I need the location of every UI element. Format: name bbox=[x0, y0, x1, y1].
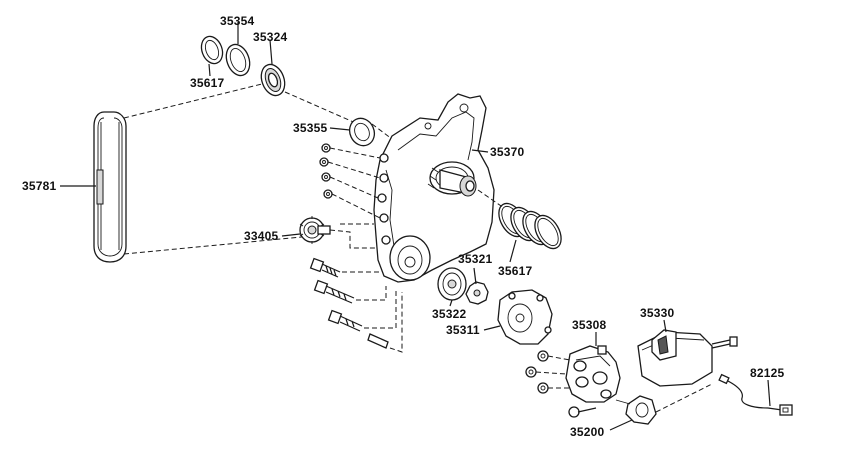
label-35330: 35330 bbox=[640, 306, 675, 320]
label-35321: 35321 bbox=[458, 252, 493, 266]
leader-35370 bbox=[471, 149, 489, 153]
label-35311: 35311 bbox=[446, 323, 480, 337]
label-33405: 33405 bbox=[244, 229, 279, 243]
label-35370: 35370 bbox=[490, 145, 525, 159]
label-35617-top: 35617 bbox=[190, 76, 225, 90]
housing-35370 bbox=[373, 93, 495, 283]
rotor-35322 bbox=[437, 267, 467, 301]
dash-bolt2 bbox=[356, 286, 387, 301]
leader-35321 bbox=[473, 267, 477, 285]
label-35354: 35354 bbox=[220, 14, 255, 28]
leader-35311 bbox=[483, 325, 501, 331]
leader-35330 bbox=[663, 319, 667, 333]
dash-rings bbox=[477, 189, 505, 209]
dash-chain-bottom bbox=[123, 235, 313, 255]
leader-35324 bbox=[269, 39, 273, 65]
solenoid-bolt bbox=[711, 336, 738, 349]
leader-35200 bbox=[609, 419, 633, 431]
label-82125: 82125 bbox=[750, 366, 785, 380]
label-35781: 35781 bbox=[22, 179, 57, 193]
leader-35322 bbox=[449, 299, 453, 307]
cover-35311 bbox=[497, 289, 553, 345]
valve-bolts bbox=[525, 350, 571, 394]
sprocket-33405 bbox=[299, 216, 331, 244]
dash-sprocket bbox=[329, 229, 376, 249]
washers-group bbox=[319, 143, 333, 199]
rotor-35321 bbox=[465, 281, 489, 305]
bolt-2 bbox=[313, 279, 355, 304]
dash-washers bbox=[327, 147, 381, 219]
leader-35355 bbox=[329, 127, 351, 131]
label-35324: 35324 bbox=[253, 30, 288, 44]
chain-35781 bbox=[93, 111, 127, 263]
valve-body-35308 bbox=[565, 345, 621, 403]
dash-ring-to-housing bbox=[284, 91, 359, 125]
sensor-35200 bbox=[615, 395, 657, 425]
dash-pin bbox=[389, 292, 403, 353]
leader-35617-right bbox=[509, 239, 517, 263]
dash-sensor bbox=[655, 383, 713, 413]
rings-35617 bbox=[498, 202, 562, 250]
label-35200: 35200 bbox=[570, 425, 605, 439]
label-35617-right: 35617 bbox=[498, 264, 533, 278]
bolt-1 bbox=[309, 257, 341, 278]
label-35308: 35308 bbox=[572, 318, 607, 332]
bolt-3 bbox=[327, 309, 363, 332]
leader-82125 bbox=[767, 379, 771, 407]
label-35355: 35355 bbox=[293, 121, 328, 135]
ring-35324 bbox=[260, 63, 286, 97]
ring-35354 bbox=[225, 43, 251, 77]
solenoid-cover-35330 bbox=[637, 329, 713, 387]
pin bbox=[367, 333, 389, 349]
leader-33405 bbox=[281, 233, 301, 237]
label-35322: 35322 bbox=[432, 307, 467, 321]
valve-bottom-bolt bbox=[568, 406, 597, 418]
dash-chain-top bbox=[123, 81, 271, 119]
leader-35617-top bbox=[208, 63, 211, 77]
ring-35617-top bbox=[200, 35, 224, 65]
wire-harness-82125 bbox=[718, 373, 793, 416]
dash-bolt3 bbox=[364, 290, 397, 329]
seal-35355 bbox=[348, 117, 376, 147]
